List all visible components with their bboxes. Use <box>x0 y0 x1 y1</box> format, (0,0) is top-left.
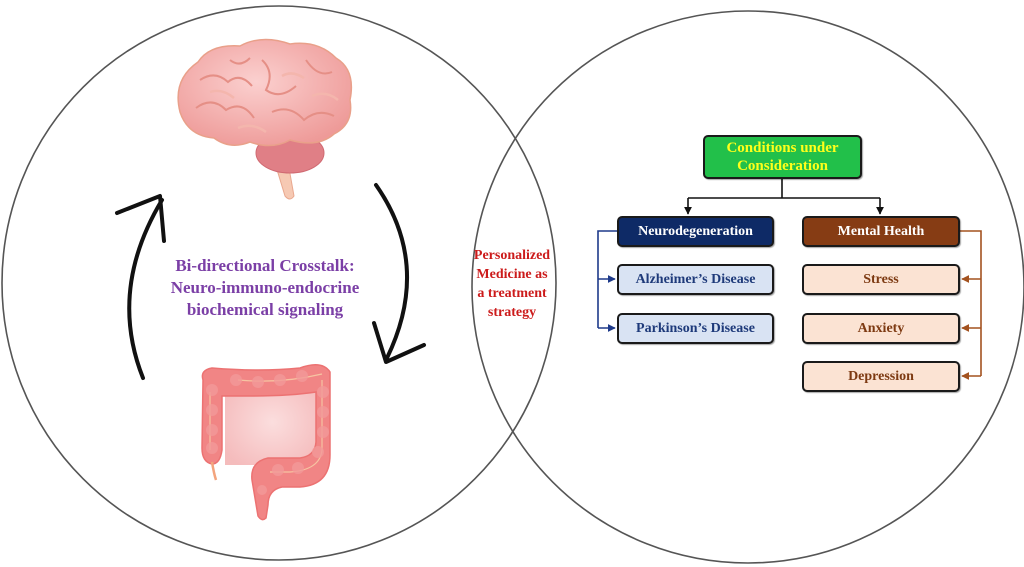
anxiety-box: Anxiety <box>802 313 960 344</box>
mental-health-label: Mental Health <box>837 223 925 239</box>
cycle-arrow-down-head <box>372 321 426 364</box>
parkinsons-label: Parkinson’s Disease <box>636 320 755 336</box>
alzheimers-box: Alzheimer’s Disease <box>617 264 774 295</box>
crosstalk-line: biochemical signaling <box>186 300 344 319</box>
cycle-arrow-up-head <box>115 194 166 243</box>
personalized-line: Medicine as <box>476 267 548 282</box>
neuro-connectors <box>597 230 617 332</box>
neurodegeneration-box: Neurodegeneration <box>617 216 774 247</box>
depression-label: Depression <box>848 368 914 384</box>
conditions-root-box: Conditions under Consideration <box>703 135 862 179</box>
personalized-line: a treatment <box>477 286 547 301</box>
root-line: Consideration <box>737 158 828 174</box>
mental-connectors <box>960 230 982 380</box>
intestine-illustration <box>201 364 331 521</box>
left-circle <box>1 5 557 561</box>
personalized-line: strategy <box>487 305 537 320</box>
personalized-medicine-label: Personalized Medicine as a treatment str… <box>460 246 564 322</box>
root-connectors <box>684 179 884 215</box>
stress-box: Stress <box>802 264 960 295</box>
stress-label: Stress <box>863 271 899 287</box>
neurodegeneration-label: Neurodegeneration <box>638 223 753 239</box>
cycle-arrow-down <box>374 183 410 360</box>
crosstalk-label: Bi-directional Crosstalk: Neuro-immuno-e… <box>140 255 390 321</box>
personalized-line: Personalized <box>473 248 551 263</box>
brain-illustration <box>177 38 353 200</box>
cycle-arrow-up <box>127 198 164 380</box>
root-line: Conditions under <box>726 140 839 156</box>
mental-health-box: Mental Health <box>802 216 960 247</box>
depression-box: Depression <box>802 361 960 392</box>
crosstalk-line: Bi-directional Crosstalk: <box>175 256 355 275</box>
alzheimers-label: Alzheimer’s Disease <box>635 271 756 287</box>
anxiety-label: Anxiety <box>857 320 905 336</box>
crosstalk-line: Neuro-immuno-endocrine <box>170 278 360 297</box>
right-circle <box>471 10 1024 564</box>
parkinsons-box: Parkinson’s Disease <box>617 313 774 344</box>
